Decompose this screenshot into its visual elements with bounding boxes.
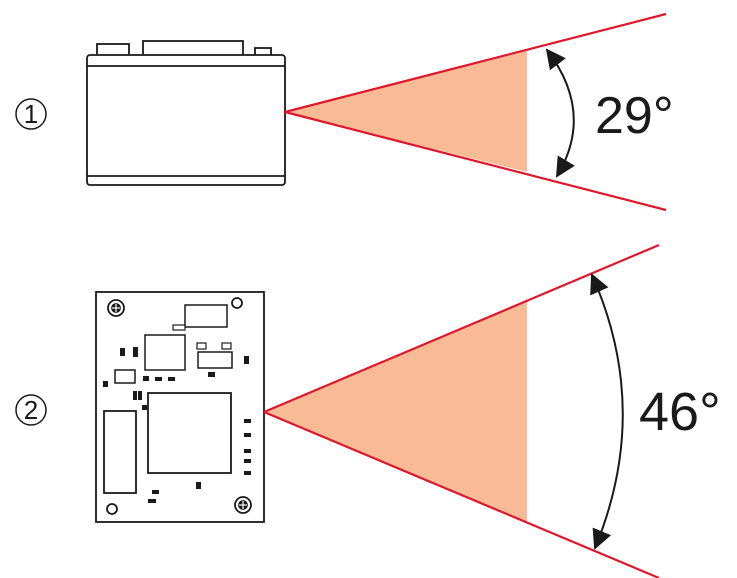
beam-edge-upper-1	[284, 12, 667, 114]
screw-icon	[234, 496, 252, 514]
beam-edge-upper-2	[263, 243, 660, 414]
mounting-hole-icon	[231, 297, 243, 309]
beam-fill-2	[264, 301, 527, 523]
item-number-badge-2: 2	[15, 394, 47, 426]
beam-edge-lower-2	[263, 410, 660, 578]
mounting-hole-icon	[106, 503, 118, 515]
beam-edge-lower-1	[284, 110, 667, 212]
item-number-2: 2	[24, 395, 38, 425]
item-1: 1 29°	[15, 12, 674, 212]
item-number-1: 1	[24, 99, 38, 129]
angle-arc-2	[590, 273, 624, 550]
item-2: 2	[15, 243, 721, 578]
screw-icon	[107, 299, 125, 317]
beam-fill-1	[285, 51, 527, 172]
circuit-board-2	[95, 291, 265, 523]
sensor-module-1	[86, 40, 286, 186]
angle-label-1: 29°	[595, 87, 674, 145]
angle-arc-1	[545, 48, 575, 178]
item-number-badge-1: 1	[15, 98, 47, 130]
angle-label-2: 46°	[639, 382, 721, 442]
